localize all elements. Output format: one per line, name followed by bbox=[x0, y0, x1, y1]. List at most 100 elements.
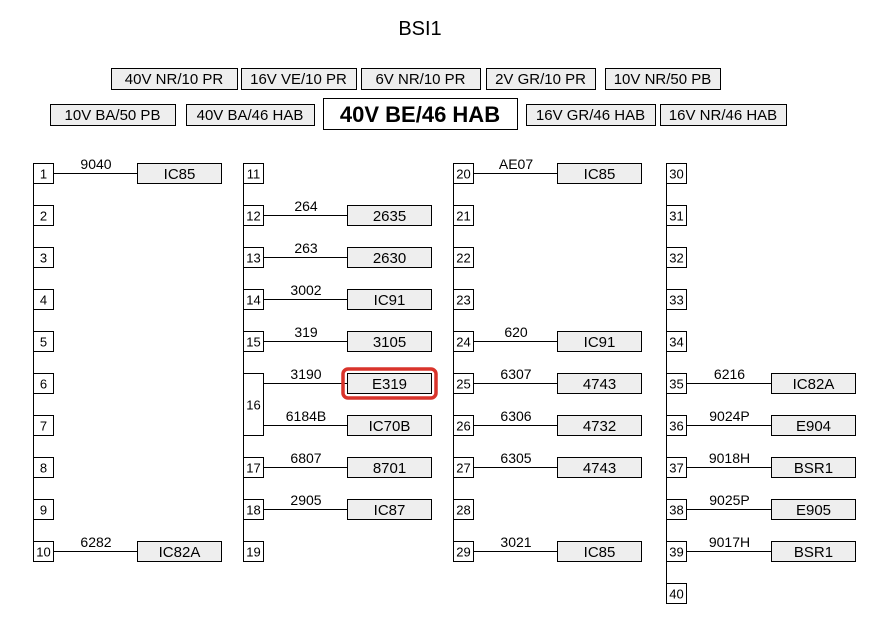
pin-26[interactable]: 26 bbox=[453, 415, 474, 436]
component-box bbox=[557, 373, 642, 394]
connector-option-2v-gr-10-pr[interactable]: 2V GR/10 PR bbox=[486, 68, 596, 90]
component-ic85[interactable]: IC85 bbox=[557, 163, 642, 184]
connector-option-40v-ba-46-hab[interactable]: 40V BA/46 HAB bbox=[186, 104, 315, 126]
component-8701[interactable]: 8701 bbox=[347, 457, 432, 478]
pin-20[interactable]: 20 bbox=[453, 163, 474, 184]
pin-5[interactable]: 5 bbox=[33, 331, 54, 352]
pin-19[interactable]: 19 bbox=[243, 541, 264, 562]
component-e905[interactable]: E905 bbox=[771, 499, 856, 520]
component-ic91[interactable]: IC91 bbox=[557, 331, 642, 352]
pin-18[interactable]: 18 bbox=[243, 499, 264, 520]
component-ic70b[interactable]: IC70B bbox=[347, 415, 432, 436]
pin-37[interactable]: 37 bbox=[666, 457, 687, 478]
pin-11[interactable]: 11 bbox=[243, 163, 264, 184]
connector-option-40v-nr-10-pr[interactable]: 40V NR/10 PR bbox=[111, 68, 238, 90]
pin-40[interactable]: 40 bbox=[666, 583, 687, 604]
component-ic91[interactable]: IC91 bbox=[347, 289, 432, 310]
pin-3[interactable]: 3 bbox=[33, 247, 54, 268]
pin-2[interactable]: 2 bbox=[33, 205, 54, 226]
component-e319[interactable]: E319 bbox=[341, 367, 438, 400]
pin-14[interactable]: 14 bbox=[243, 289, 264, 310]
connector-option-16v-ve-10-pr[interactable]: 16V VE/10 PR bbox=[241, 68, 357, 90]
component-ic85[interactable]: IC85 bbox=[557, 541, 642, 562]
pin-13[interactable]: 13 bbox=[243, 247, 264, 268]
component-bsr1[interactable]: BSR1 bbox=[771, 541, 856, 562]
pin-6[interactable]: 6 bbox=[33, 373, 54, 394]
component-4732[interactable]: 4732 bbox=[557, 415, 642, 436]
pin-4[interactable]: 4 bbox=[33, 289, 54, 310]
wire-263[interactable]: 263 2630 bbox=[263, 240, 432, 268]
pin-32[interactable]: 32 bbox=[666, 247, 687, 268]
pin-23[interactable]: 23 bbox=[453, 289, 474, 310]
component-e904[interactable]: E904 bbox=[771, 415, 856, 436]
connector-option-16v-gr-46-hab[interactable]: 16V GR/46 HAB bbox=[526, 104, 656, 126]
component-ic87[interactable]: IC87 bbox=[347, 499, 432, 520]
component-3105[interactable]: 3105 bbox=[347, 331, 432, 352]
pin-30[interactable]: 30 bbox=[666, 163, 687, 184]
pin-28[interactable]: 28 bbox=[453, 499, 474, 520]
component-label: 8701 bbox=[373, 460, 406, 477]
wire-number: 263 bbox=[294, 240, 318, 256]
component-2635[interactable]: 2635 bbox=[347, 205, 432, 226]
component-4743[interactable]: 4743 bbox=[557, 373, 642, 394]
pin-39[interactable]: 39 bbox=[666, 541, 687, 562]
connector-option-box bbox=[605, 68, 721, 90]
pin-1[interactable]: 1 bbox=[33, 163, 54, 184]
connector-option-6v-nr-10-pr[interactable]: 6V NR/10 PR bbox=[361, 68, 481, 90]
pin-34[interactable]: 34 bbox=[666, 331, 687, 352]
component-4743[interactable]: 4743 bbox=[557, 457, 642, 478]
pin-24[interactable]: 24 bbox=[453, 331, 474, 352]
pin-27[interactable]: 27 bbox=[453, 457, 474, 478]
connector-option-40v-be-46-hab[interactable]: 40V BE/46 HAB bbox=[323, 98, 518, 130]
pin-8[interactable]: 8 bbox=[33, 457, 54, 478]
pin-33[interactable]: 33 bbox=[666, 289, 687, 310]
pin-31[interactable]: 31 bbox=[666, 205, 687, 226]
component-label: 4732 bbox=[583, 418, 616, 435]
pin-17[interactable]: 17 bbox=[243, 457, 264, 478]
pin-10[interactable]: 10 bbox=[33, 541, 54, 562]
pin-35[interactable]: 35 bbox=[666, 373, 687, 394]
pin-25[interactable]: 25 bbox=[453, 373, 474, 394]
pin-7[interactable]: 7 bbox=[33, 415, 54, 436]
component-bsr1[interactable]: BSR1 bbox=[771, 457, 856, 478]
pin-16[interactable]: 16 bbox=[243, 373, 264, 436]
connector-option-10v-ba-50-pb[interactable]: 10V BA/50 PB bbox=[50, 104, 176, 126]
pin-38[interactable]: 38 bbox=[666, 499, 687, 520]
pin-22[interactable]: 22 bbox=[453, 247, 474, 268]
component-ic85[interactable]: IC85 bbox=[137, 163, 222, 184]
pin-column-3: 20 21 22 23 24 25 26 27 28 29 bbox=[453, 163, 474, 562]
component-ic82a[interactable]: IC82A bbox=[137, 541, 222, 562]
connector-option-10v-nr-50-pb[interactable]: 10V NR/50 PB bbox=[605, 68, 721, 90]
pin-15[interactable]: 15 bbox=[243, 331, 264, 352]
component-ic82a[interactable]: IC82A bbox=[771, 373, 856, 394]
pin-36[interactable]: 36 bbox=[666, 415, 687, 436]
component-2630[interactable]: 2630 bbox=[347, 247, 432, 268]
pin-9[interactable]: 9 bbox=[33, 499, 54, 520]
pin-29[interactable]: 29 bbox=[453, 541, 474, 562]
pin-12[interactable]: 12 bbox=[243, 205, 264, 226]
component-box bbox=[347, 457, 432, 478]
connector-option-16v-nr-46-hab[interactable]: 16V NR/46 HAB bbox=[660, 104, 787, 126]
pin-21[interactable]: 21 bbox=[453, 205, 474, 226]
